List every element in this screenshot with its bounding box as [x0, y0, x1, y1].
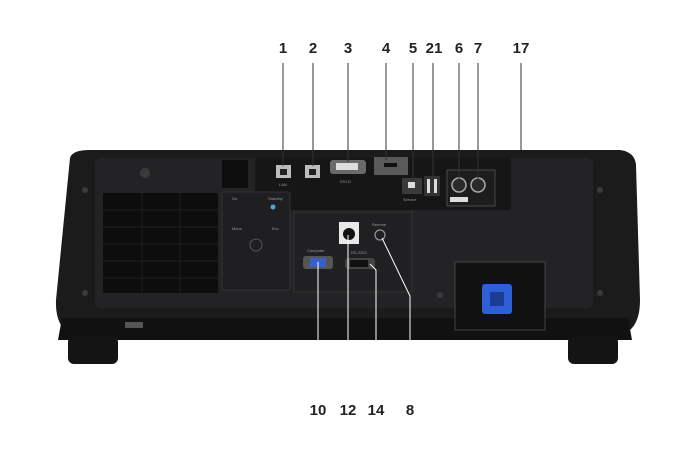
callout-1: 1 — [278, 40, 288, 57]
small-vent — [222, 160, 248, 188]
dvi-label: DVI-D — [340, 179, 351, 184]
hdmi-out-ports[interactable] — [424, 176, 440, 196]
security-slot — [125, 322, 143, 328]
left-foot — [68, 336, 118, 364]
callout-12: 12 — [339, 402, 357, 419]
screws — [82, 168, 603, 298]
on-label: On — [232, 196, 237, 201]
callout-17: 17 — [512, 40, 530, 57]
callout-lines — [282, 63, 522, 398]
right-foot — [568, 336, 618, 364]
rs232c-label: RS-232C — [351, 250, 368, 255]
audio-port-right[interactable] — [470, 177, 486, 193]
esc-button[interactable]: Esc — [272, 226, 279, 231]
standby-indicator — [270, 204, 276, 210]
callout-4: 4 — [381, 40, 391, 57]
computer-label: Computer — [307, 248, 325, 253]
menu-button[interactable]: Menu — [232, 226, 242, 231]
connector-12[interactable] — [343, 228, 355, 240]
callout-10: 10 — [309, 402, 327, 419]
callout-21: 21 — [425, 40, 443, 57]
remote-port[interactable] — [374, 229, 386, 241]
air-vent — [103, 193, 218, 293]
remote-label: Remote — [372, 222, 387, 227]
callout-7: 7 — [473, 40, 483, 57]
callout-2: 2 — [308, 40, 318, 57]
audio-port-left[interactable] — [451, 177, 467, 193]
callout-6: 6 — [454, 40, 464, 57]
bottom-edge — [58, 318, 632, 340]
callout-5: 5 — [408, 40, 418, 57]
directional-pad[interactable] — [249, 238, 263, 252]
callout-3: 3 — [343, 40, 353, 57]
standby-label: Standby — [268, 196, 283, 201]
callout-14: 14 — [367, 402, 385, 419]
control-panel — [221, 191, 291, 291]
lan-label: LAN — [279, 182, 287, 187]
service-label: Service — [403, 197, 417, 202]
callout-8: 8 — [405, 402, 415, 419]
